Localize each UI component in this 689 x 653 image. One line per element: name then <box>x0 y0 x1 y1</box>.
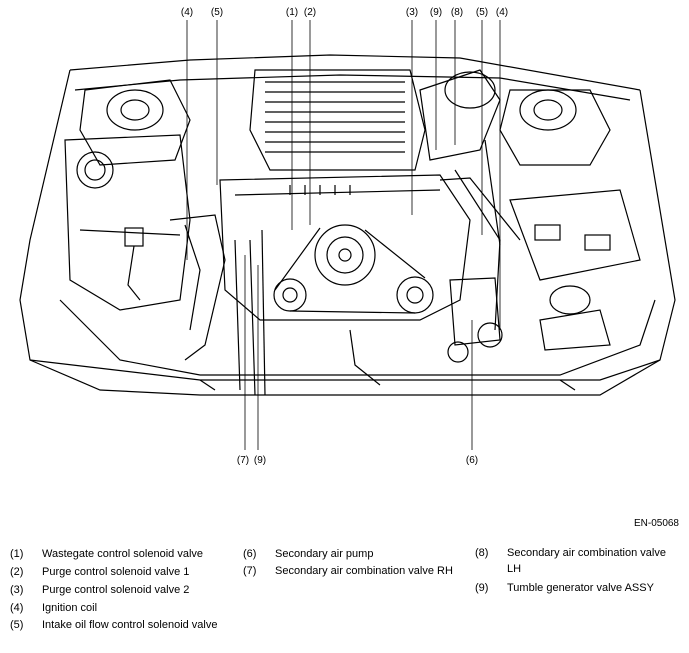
legend-column-3: (8) Secondary air combination valve LH (9… <box>475 545 680 597</box>
legend-number: (1) <box>10 548 24 560</box>
legend-item: (6) Secondary air pump <box>243 545 453 563</box>
legend-number: (9) <box>475 582 489 594</box>
callout-9-bottom: (9) <box>254 455 266 466</box>
legend-number: (5) <box>10 619 24 631</box>
legend-number: (6) <box>243 548 257 560</box>
legend-text: Ignition coil <box>42 602 98 614</box>
callout-1: (1) <box>286 7 298 18</box>
legend-text: Purge control solenoid valve 1 <box>42 566 190 578</box>
legend-number: (3) <box>10 584 24 596</box>
legend-item: (9) Tumble generator valve ASSY <box>475 579 680 597</box>
callout-2: (2) <box>304 7 316 18</box>
callout-6: (6) <box>466 455 478 466</box>
legend-item: (8) Secondary air combination valve LH <box>475 545 680 577</box>
legend-item: (3) Purge control solenoid valve 2 <box>10 581 230 599</box>
legend-number: (2) <box>10 566 24 578</box>
legend-column-2: (6) Secondary air pump (7) Secondary air c… <box>243 545 453 581</box>
legend-text: Secondary air pump <box>275 548 374 560</box>
callout-3: (3) <box>406 7 418 18</box>
callout-9-top: (9) <box>430 7 442 18</box>
legend-text: Intake oil flow control solenoid valve <box>42 619 218 631</box>
legend-item: (2) Purge control solenoid valve 1 <box>10 563 230 581</box>
callout-8: (8) <box>451 7 463 18</box>
legend-text: Tumble generator valve ASSY <box>507 582 654 594</box>
legend-item: (1) Wastegate control solenoid valve <box>10 545 230 563</box>
callout-7: (7) <box>237 455 249 466</box>
legend-text: Wastegate control solenoid valve <box>42 548 204 560</box>
figure-id: EN-05068 <box>633 518 679 529</box>
legend-item: (4) Ignition coil <box>10 599 230 617</box>
engine-compartment-diagram: (4) (5) (1) (2) (3) (9) (8) (5) (4) (7) … <box>19 7 676 466</box>
legend-number: (7) <box>243 565 257 577</box>
legend-number: (4) <box>10 602 24 614</box>
legend-text: Secondary air combination valve RH <box>275 565 453 577</box>
legend-column-1: (1) Wastegate control solenoid valve (2) P… <box>10 545 230 635</box>
legend-number: (8) <box>475 547 489 559</box>
legend-text: Secondary air combination valve LH <box>507 547 666 575</box>
leader-lines <box>186 20 501 450</box>
callout-4-left: (4) <box>181 7 193 18</box>
callout-5-left: (5) <box>211 7 223 18</box>
callout-4-right: (4) <box>496 7 508 18</box>
legend-item: (7) Secondary air combination valve RH <box>243 563 453 579</box>
engine-outline <box>19 54 676 396</box>
callout-5-right: (5) <box>476 7 488 18</box>
legend-item: (5) Intake oil flow control solenoid valv… <box>10 617 230 633</box>
legend-text: Purge control solenoid valve 2 <box>42 584 190 596</box>
